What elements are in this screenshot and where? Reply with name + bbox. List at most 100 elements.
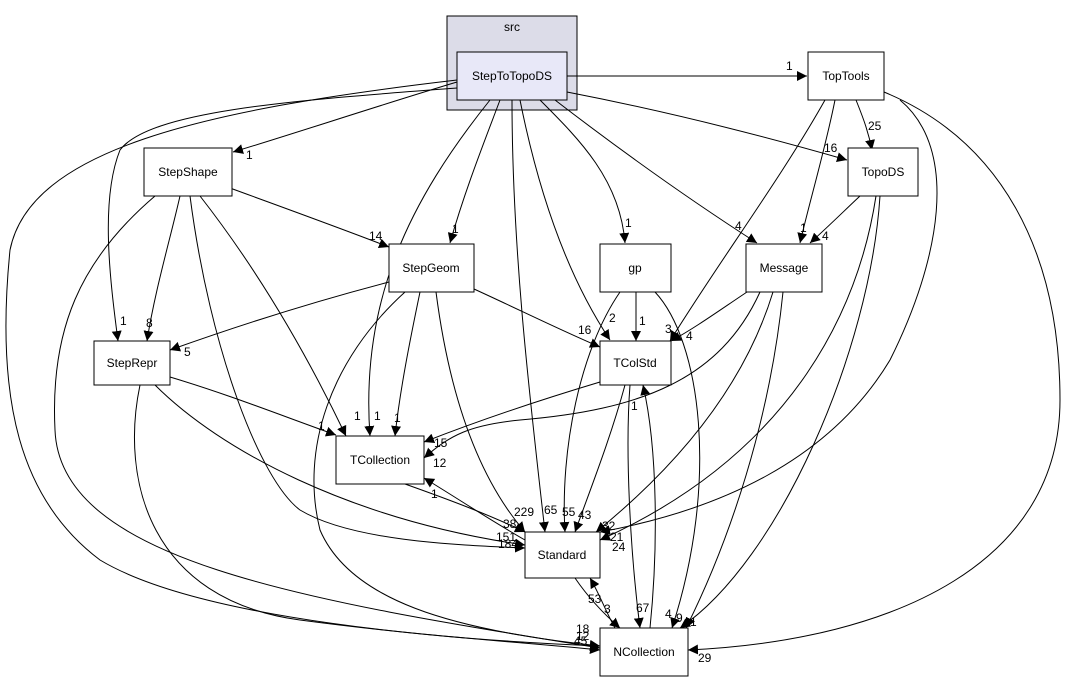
edge-label: 4 (686, 329, 693, 343)
edge-label: 1 (639, 314, 646, 328)
edge-label: 3 (604, 602, 611, 616)
edge-steptotopods-gp (539, 99, 630, 244)
edge-label: 38 (503, 517, 517, 531)
edge-label: 29 (698, 651, 712, 665)
edge-message-tcolstd (670, 291, 748, 342)
edge-stepshape-standard (189, 195, 526, 553)
cluster-title: src (504, 20, 520, 34)
edge-stepgeom-tcolstd (473, 288, 601, 348)
edge-steptotopods-message (554, 99, 758, 244)
node-label: Message (760, 261, 809, 275)
edge-label: 18 (576, 622, 590, 636)
edge-stepgeom-standard (435, 291, 526, 533)
edges (5, 71, 1061, 655)
edge-label: 3 (665, 322, 672, 336)
edge-standard-ncollection (574, 577, 621, 629)
edge-toptools-message (797, 99, 836, 244)
node-steptotopods[interactable]: StepToTopoDS (456, 51, 568, 101)
edge-label: 1 (120, 314, 127, 328)
node-ncollection[interactable]: NCollection (599, 627, 689, 677)
node-label: TopoDS (862, 165, 905, 179)
edge-label: 184 (498, 537, 518, 551)
node-stepshape[interactable]: StepShape (143, 147, 233, 197)
node-stepgeom[interactable]: StepGeom (388, 243, 475, 293)
edge-label: 24 (612, 540, 626, 554)
edge-label: 1 (625, 216, 632, 230)
edge-tcolstd-ncollection (627, 384, 644, 629)
edge-label: 1 (374, 409, 381, 423)
edge-label: 53 (588, 592, 602, 606)
edge-label: 2 (609, 311, 616, 325)
edge-label: 67 (636, 601, 650, 615)
edge-toptools-topods (855, 99, 875, 151)
edge-label: 4 (665, 607, 672, 621)
edge-steprepr-tcollection (169, 376, 337, 437)
edge-steprepr-standard (154, 384, 526, 549)
edge-label: 1 (452, 222, 459, 236)
edge-stepshape-tcollection (199, 195, 347, 437)
node-tcolstd[interactable]: TColStd (599, 340, 672, 386)
edge-label: 25 (868, 119, 882, 133)
edge-stepshape-stepgeom (229, 187, 390, 249)
edge-steptotopods-tcolstd (519, 99, 611, 341)
node-label: NCollection (613, 645, 674, 659)
edge-label: 21 (610, 530, 624, 544)
node-toptools[interactable]: TopTools (807, 51, 885, 101)
edge-steptotopods-topods (566, 91, 848, 163)
edge-ncollection-tcolstd (640, 384, 656, 629)
edge-tcolstd-tcollection (423, 381, 601, 443)
edge-topods-message (809, 195, 861, 244)
node-tcollection[interactable]: TCollection (335, 435, 425, 485)
edge-topods-standard (599, 195, 877, 541)
edge-toptools-standard (599, 99, 938, 536)
edge-stepshape-ncollection (53, 195, 601, 652)
edge-label: 1 (786, 59, 793, 73)
edge-label: 1 (431, 487, 438, 501)
edge-label: 32 (602, 519, 616, 533)
edge-label: 1 (354, 409, 361, 423)
edge-topods-ncollection (679, 195, 881, 629)
edge-label: 1 (394, 411, 401, 425)
edge-label: 8 (146, 316, 153, 330)
edge-stepshape-steprepr (143, 195, 181, 342)
edge-label: 151 (496, 530, 516, 544)
edge-label: 1 (318, 419, 325, 433)
edge-label: 1 (800, 221, 807, 235)
edge-label: 229 (514, 505, 534, 519)
edge-label: 12 (433, 456, 447, 470)
edge-label: 45 (574, 634, 588, 648)
edge-label: 15 (434, 436, 448, 450)
node-message[interactable]: Message (745, 243, 823, 293)
edge-label: 4 (735, 219, 742, 233)
edge-label: 4 (822, 229, 829, 243)
edge-tcollection-standard (404, 483, 526, 533)
node-label: gp (628, 261, 642, 275)
edge-standard-tcollection (423, 477, 526, 541)
edge-tcolstd-standard (573, 384, 626, 533)
edge-label: 9 (676, 611, 683, 625)
edge-stepgeom-tcollection (391, 291, 421, 437)
node-topods[interactable]: TopoDS (847, 147, 919, 197)
edge-label: 12 (576, 629, 590, 643)
edge-label: 1 (631, 399, 638, 413)
edge-steptotopods-stepshape (232, 81, 458, 154)
node-steprepr[interactable]: StepRepr (93, 340, 171, 386)
edge-label: 65 (544, 503, 558, 517)
node-gp[interactable]: gp (599, 243, 672, 293)
node-standard[interactable]: Standard (524, 531, 601, 579)
node-label: StepGeom (402, 261, 459, 275)
nodes: StepToTopoDS TopTools StepShape TopoDS S… (93, 51, 919, 677)
edge-gp-standard (559, 291, 621, 533)
edge-stepgeom-ncollection (313, 291, 601, 650)
edge-stepgeom-steprepr (169, 281, 390, 352)
edge-label: 1 (690, 615, 697, 629)
edge-ncollection-standard (589, 577, 616, 629)
edge-label: 55 (562, 505, 576, 519)
edge-label: 16 (578, 323, 592, 337)
node-label: Standard (538, 548, 587, 562)
node-label: StepToTopoDS (472, 69, 552, 83)
node-label: StepRepr (107, 356, 158, 370)
edge-steprepr-ncollection (134, 384, 601, 654)
edge-label: 16 (824, 141, 838, 155)
